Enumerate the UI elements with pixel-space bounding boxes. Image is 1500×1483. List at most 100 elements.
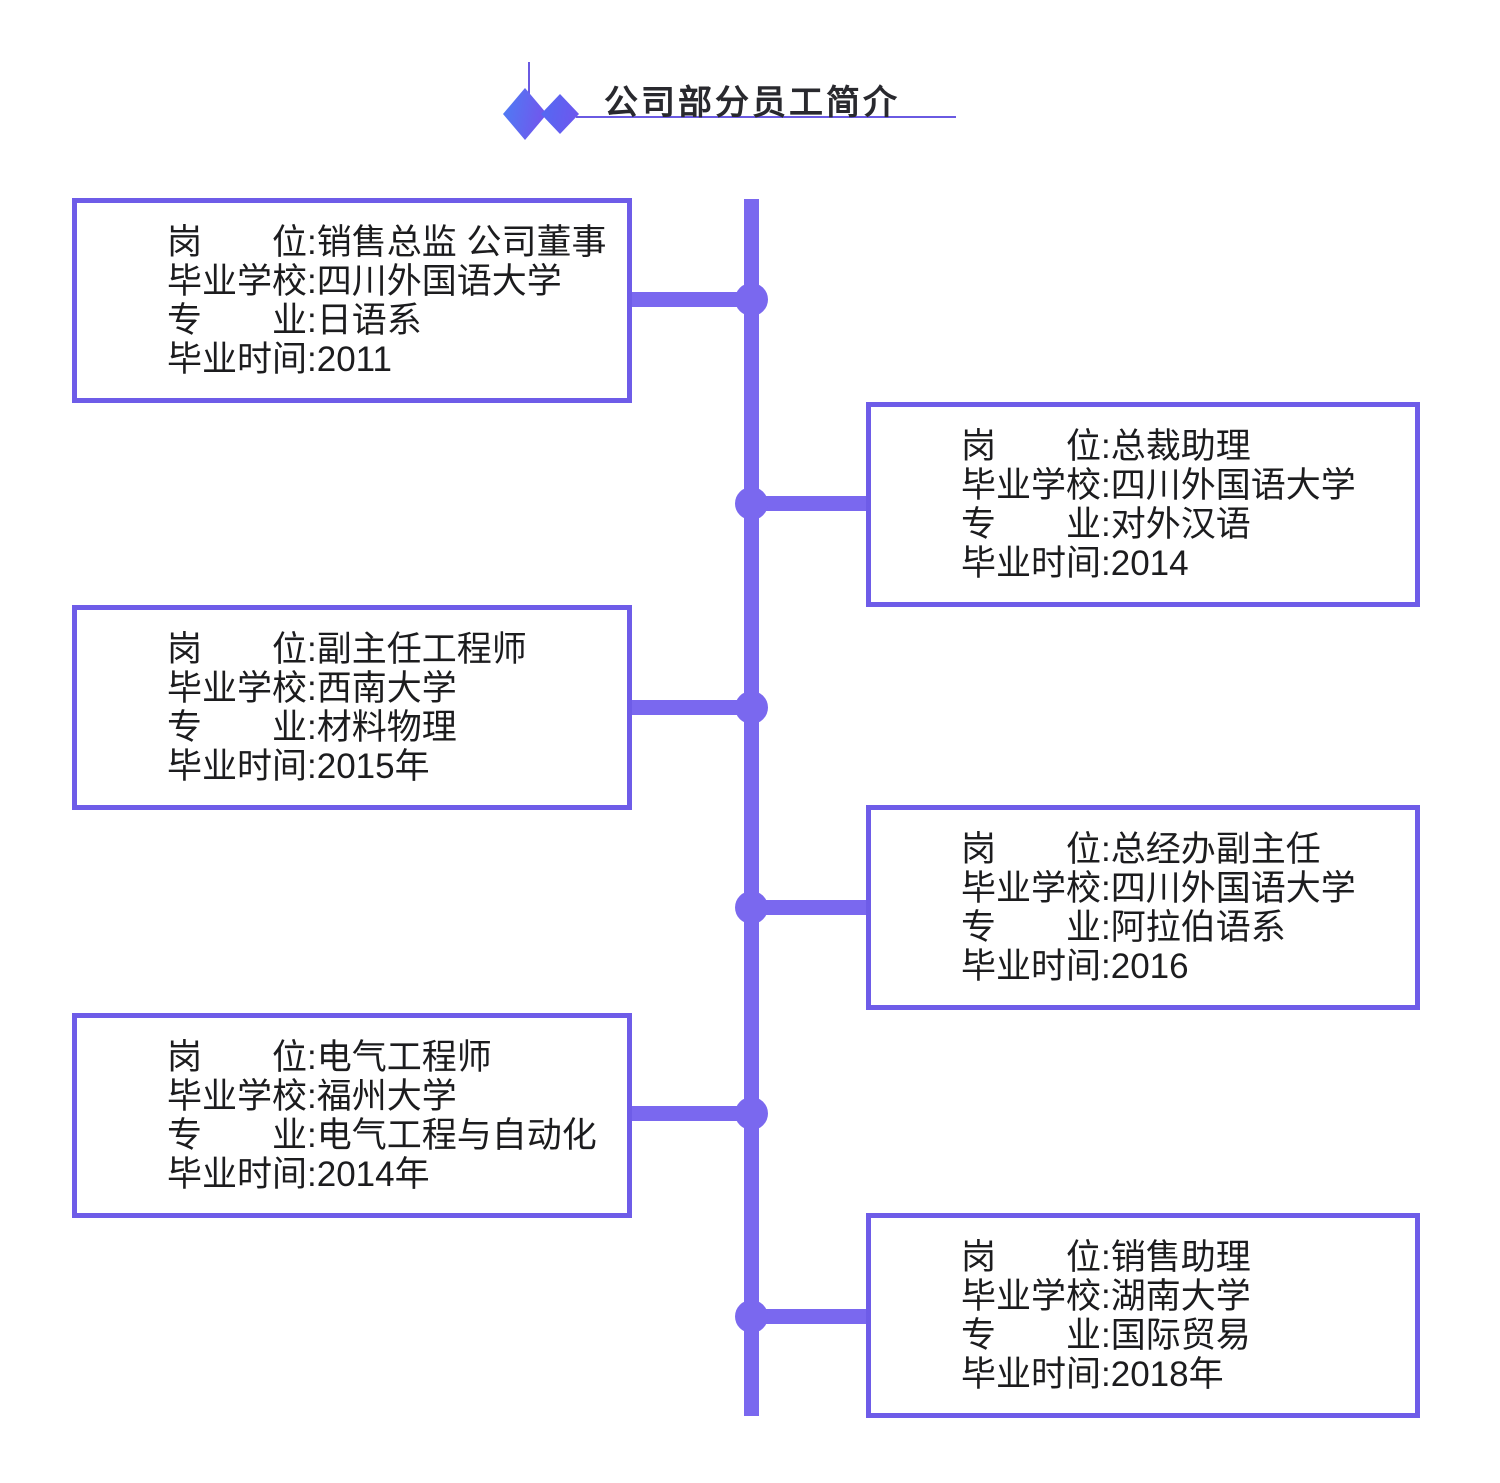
field-value: 销售总监 公司董事 [316, 222, 607, 262]
connector-line [751, 1309, 868, 1324]
field-value: 对外汉语 [1110, 504, 1251, 544]
field-label: 岗位 [167, 222, 307, 262]
colon-separator: : [1101, 1276, 1111, 1316]
connector-dot [735, 487, 768, 520]
connector-dot [735, 283, 768, 316]
diamond-ornament-large [503, 88, 547, 140]
connector-dot [735, 1300, 768, 1333]
colon-separator: : [307, 1115, 317, 1155]
field-school: 毕业学校:四川外国语大学 [961, 466, 1403, 505]
field-label: 毕业学校 [167, 668, 308, 708]
colon-separator: : [307, 707, 317, 747]
field-label: 专业 [961, 907, 1101, 947]
field-grad-time: 毕业时间:2011 [167, 340, 615, 379]
field-value: 四川外国语大学 [1110, 868, 1356, 908]
connector-line [628, 292, 752, 307]
field-value: 材料物理 [316, 707, 457, 747]
field-label: 毕业时间 [167, 339, 308, 379]
field-major: 专业:材料物理 [167, 708, 615, 747]
colon-separator: : [1101, 946, 1111, 986]
colon-separator: : [1101, 504, 1111, 544]
field-value: 日语系 [316, 300, 422, 340]
field-value: 总裁助理 [1110, 426, 1251, 466]
field-school: 毕业学校:湖南大学 [961, 1277, 1403, 1316]
connector-dot [735, 1097, 768, 1130]
colon-separator: : [307, 1037, 317, 1077]
field-school: 毕业学校:四川外国语大学 [167, 262, 615, 301]
field-label: 专业 [167, 707, 307, 747]
field-major: 专业:电气工程与自动化 [167, 1116, 615, 1155]
connector-line [751, 900, 868, 915]
colon-separator: : [307, 222, 317, 262]
colon-separator: : [307, 668, 317, 708]
employee-card: 岗位:总经办副主任 毕业学校:四川外国语大学 专业:阿拉伯语系 毕业时间:201… [866, 805, 1420, 1010]
employee-card: 岗位:销售助理 毕业学校:湖南大学 专业:国际贸易 毕业时间: 2018年 [866, 1213, 1420, 1418]
field-value: 福州大学 [316, 1076, 457, 1116]
field-label: 岗位 [167, 629, 307, 669]
field-value: 电气工程与自动化 [316, 1115, 597, 1155]
connector-dot [735, 891, 768, 924]
field-position: 岗位:销售助理 [961, 1238, 1403, 1277]
field-value: 2016 [1110, 946, 1189, 986]
field-label: 专业 [167, 1115, 307, 1155]
field-grad-time: 毕业时间:2016 [961, 947, 1403, 986]
connector-line [628, 1106, 752, 1121]
field-label: 毕业时间 [167, 1154, 308, 1194]
field-position: 岗位:销售总监 公司董事 [167, 223, 615, 262]
field-value: 2014 [1110, 543, 1189, 583]
field-value: 销售助理 [1110, 1237, 1251, 1277]
connector-line [628, 700, 752, 715]
field-major: 专业:国际贸易 [961, 1316, 1403, 1355]
field-value: 阿拉伯语系 [1110, 907, 1286, 947]
colon-separator: : [307, 261, 317, 301]
field-label: 毕业时间 [961, 1354, 1102, 1394]
field-value: 四川外国语大学 [316, 261, 562, 301]
field-school: 毕业学校:福州大学 [167, 1077, 615, 1116]
colon-separator: : [1101, 465, 1111, 505]
field-label: 毕业时间 [167, 746, 308, 786]
field-position: 岗位:副主任工程师 [167, 630, 615, 669]
title-tick-line [528, 62, 530, 94]
field-position: 岗位:电气工程师 [167, 1038, 615, 1077]
field-major: 专业:对外汉语 [961, 505, 1403, 544]
colon-separator: : [307, 339, 317, 379]
colon-separator: : [307, 300, 317, 340]
field-value: 湖南大学 [1110, 1276, 1251, 1316]
field-value: 西南大学 [316, 668, 457, 708]
timeline-spine [744, 199, 759, 1416]
employee-card: 岗位:电气工程师 毕业学校:福州大学 专业:电气工程与自动化 毕业时间:2014… [72, 1013, 632, 1218]
colon-separator: : [1101, 426, 1111, 466]
field-label: 专业 [961, 1315, 1101, 1355]
field-value: 国际贸易 [1110, 1315, 1251, 1355]
field-label: 岗位 [961, 426, 1101, 466]
colon-separator: : [1101, 829, 1111, 869]
colon-separator: : [307, 746, 317, 786]
field-grad-time: 毕业时间:2014 [961, 544, 1403, 583]
field-label: 毕业学校 [961, 868, 1102, 908]
field-value: 2015年 [316, 746, 430, 786]
field-grad-time: 毕业时间:2014年 [167, 1155, 615, 1194]
field-school: 毕业学校:四川外国语大学 [961, 869, 1403, 908]
page-title: 公司部分员工简介 [604, 83, 900, 122]
employee-card: 岗位:副主任工程师 毕业学校:西南大学 专业:材料物理 毕业时间:2015年 [72, 605, 632, 810]
field-label: 毕业学校 [961, 465, 1102, 505]
field-label: 毕业学校 [961, 1276, 1102, 1316]
field-position: 岗位:总经办副主任 [961, 830, 1403, 869]
field-value: 2018年 [1110, 1354, 1224, 1394]
field-position: 岗位:总裁助理 [961, 427, 1403, 466]
colon-separator: : [307, 629, 317, 669]
employee-card: 岗位:销售总监 公司董事 毕业学校:四川外国语大学 专业:日语系 毕业时间:20… [72, 198, 632, 403]
field-school: 毕业学校:西南大学 [167, 669, 615, 708]
field-value: 副主任工程师 [316, 629, 527, 669]
field-value: 2011 [316, 339, 392, 379]
colon-separator: : [1101, 868, 1111, 908]
field-label: 专业 [167, 300, 307, 340]
field-label: 专业 [961, 504, 1101, 544]
field-label: 毕业学校 [167, 261, 308, 301]
field-label: 毕业时间 [961, 946, 1102, 986]
field-major: 专业:日语系 [167, 301, 615, 340]
field-value: 电气工程师 [316, 1037, 492, 1077]
colon-separator: : [307, 1076, 317, 1116]
field-value: 2014年 [316, 1154, 430, 1194]
